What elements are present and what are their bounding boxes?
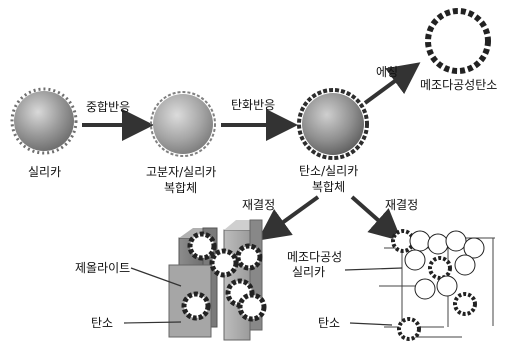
polymer-silica-label-1: 고분자/실리카 xyxy=(146,165,216,179)
carbonization-label: 탄화반응 xyxy=(231,98,275,112)
mesoporous-silica-callout-line xyxy=(344,267,403,271)
mesoporous-silica-structure xyxy=(379,229,495,341)
carbon-silica-composite-particle xyxy=(297,88,369,160)
mesoporous-silica-label-2: 실리카 xyxy=(292,265,325,279)
carbon-left-callout-line xyxy=(123,321,182,324)
recrystallization-right-arrow xyxy=(350,195,402,242)
carbon-silica-label-1: 탄소/실리카 xyxy=(299,164,358,178)
carbon-silica-label-2: 복합체 xyxy=(312,180,345,194)
zeolite-carbon-structure xyxy=(168,219,267,341)
mesoporous-carbon-shell xyxy=(425,8,491,74)
carbon-right-label: 탄소 xyxy=(318,316,340,330)
mesoporous-carbon-label: 메조다공성탄소 xyxy=(420,78,497,92)
etching-arrow xyxy=(363,62,421,105)
recrystallization-left-arrow xyxy=(257,195,320,241)
zeolite-callout-line xyxy=(130,267,182,287)
carbon-right-callout-line xyxy=(349,322,393,326)
recrystallization-left-label: 재결정 xyxy=(242,198,275,212)
etching-label: 에칭 xyxy=(376,65,398,79)
polymerization-label: 중합반응 xyxy=(86,100,130,114)
mesoporous-silica-label-1: 메조다공성 xyxy=(287,250,342,264)
polymer-silica-label-2: 복합체 xyxy=(164,181,197,195)
carbon-left-label: 탄소 xyxy=(91,316,113,330)
silica-particle xyxy=(10,87,78,155)
zeolite-label: 제올라이트 xyxy=(75,261,130,275)
recrystallization-right-label: 재결정 xyxy=(385,198,418,212)
polymer-silica-composite-particle xyxy=(150,91,216,157)
silica-label: 실리카 xyxy=(28,165,61,179)
